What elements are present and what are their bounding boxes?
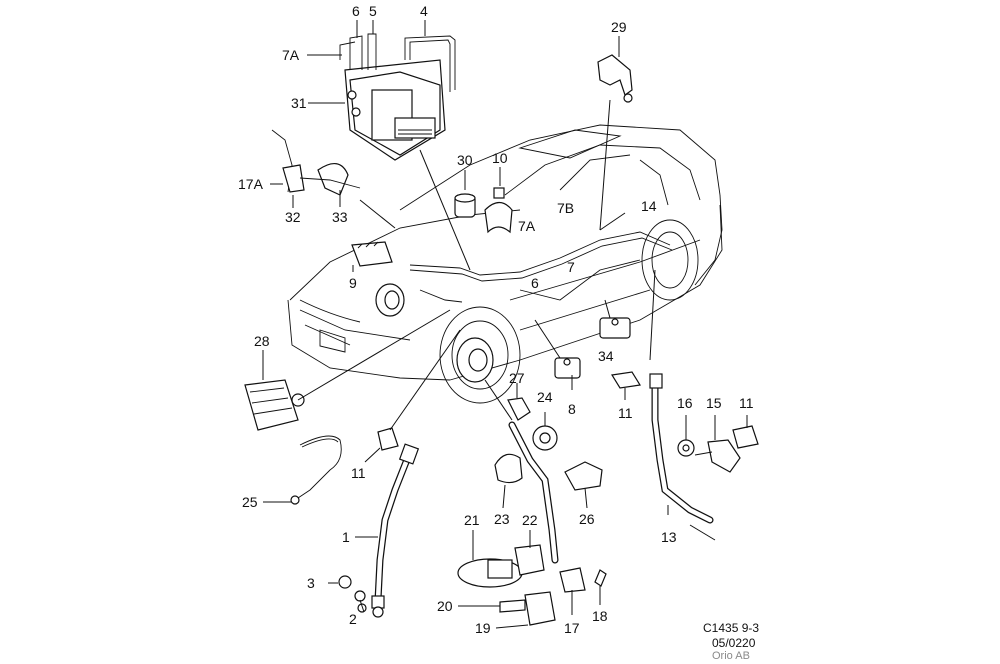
callout-11-left: 11	[351, 465, 366, 481]
callout-31: 31	[291, 95, 307, 111]
clip-part-34	[599, 317, 631, 339]
callout-14: 14	[641, 198, 657, 214]
callout-17a: 17A	[238, 176, 264, 192]
callout-9: 9	[349, 275, 357, 291]
callout-2: 2	[349, 611, 357, 627]
front-hub	[456, 337, 494, 383]
callout-11-right: 11	[739, 395, 754, 411]
clip-part-10	[484, 187, 513, 234]
diagram-date: 05/0220	[712, 636, 756, 650]
callout-27: 27	[509, 370, 525, 386]
t-fitting-part-15	[694, 439, 741, 473]
bracket-part-26	[564, 461, 603, 491]
callout-8: 8	[568, 401, 576, 417]
brake-pipe-runs	[409, 231, 673, 303]
callout-24: 24	[537, 389, 553, 405]
connector-block-part-28	[244, 379, 305, 431]
callout-16: 16	[677, 395, 693, 411]
callout-11-mid: 11	[618, 405, 633, 421]
callout-13: 13	[661, 529, 677, 545]
callout-10: 10	[492, 150, 508, 166]
callout-28: 28	[254, 333, 270, 349]
callout-30: 30	[457, 152, 473, 168]
brake-hose-part-1	[371, 443, 420, 609]
company-credit: Orio AB	[712, 650, 750, 662]
callout-26: 26	[579, 511, 595, 527]
abs-hydraulic-unit	[339, 33, 456, 161]
band-clamp-part-21	[457, 558, 523, 588]
callout-6-top: 6	[352, 3, 360, 19]
clip-part-23	[494, 453, 523, 484]
nut-part-16	[677, 439, 695, 457]
abs-bracket-part-29	[597, 54, 633, 103]
callout-20: 20	[437, 598, 453, 614]
clip-part-8	[554, 357, 581, 379]
clip-part-22	[514, 544, 545, 576]
callout-32: 32	[285, 209, 301, 225]
callout-17: 17	[564, 620, 580, 636]
callout-33: 33	[332, 209, 348, 225]
callout-4: 4	[420, 3, 428, 19]
brake-hose-part-13	[649, 373, 714, 524]
callout-18: 18	[592, 608, 608, 624]
callout-22: 22	[522, 512, 538, 528]
sensor-clip-assembly	[271, 129, 361, 196]
bushing-part-30	[454, 193, 476, 218]
leader-lines	[262, 20, 748, 629]
callout-7b: 7B	[557, 200, 574, 216]
callout-15: 15	[706, 395, 722, 411]
callout-7: 7	[567, 259, 575, 275]
callout-5: 5	[369, 3, 377, 19]
callout-3: 3	[307, 575, 315, 591]
sensor-cable-part-25	[290, 435, 342, 505]
sensor-part-17	[559, 567, 586, 593]
connector-part-9	[351, 241, 393, 267]
clip-part-11-left	[377, 427, 399, 451]
grommet-part-24	[532, 425, 558, 451]
callout-21: 21	[464, 512, 480, 528]
callout-7a-top: 7A	[282, 47, 300, 63]
callout-7a-mid: 7A	[518, 218, 536, 234]
brake-pipe-middle	[508, 421, 559, 564]
front-sensor-ring	[375, 283, 405, 317]
bolt-part-20	[499, 599, 526, 613]
bolt-part-3	[338, 575, 384, 618]
clip-part-27	[507, 397, 531, 421]
callout-29: 29	[611, 19, 627, 35]
callout-25: 25	[242, 494, 258, 510]
car-body-outline	[287, 124, 723, 404]
clip-part-11-right	[732, 425, 759, 449]
diagram-code: C1435 9-3	[703, 621, 760, 635]
callout-23: 23	[494, 511, 510, 527]
callout-6-mid: 6	[531, 275, 539, 291]
bolt-part-18	[594, 569, 607, 587]
callout-numbers: 6 5 4 7A 31 29 30 10 17A 32 33 7B 14 7A …	[238, 3, 754, 636]
callout-1: 1	[342, 529, 350, 545]
callout-34: 34	[598, 348, 614, 364]
clip-part-11-mid	[611, 371, 641, 389]
callout-19: 19	[475, 620, 491, 636]
sensor-block-part-19	[524, 591, 556, 626]
